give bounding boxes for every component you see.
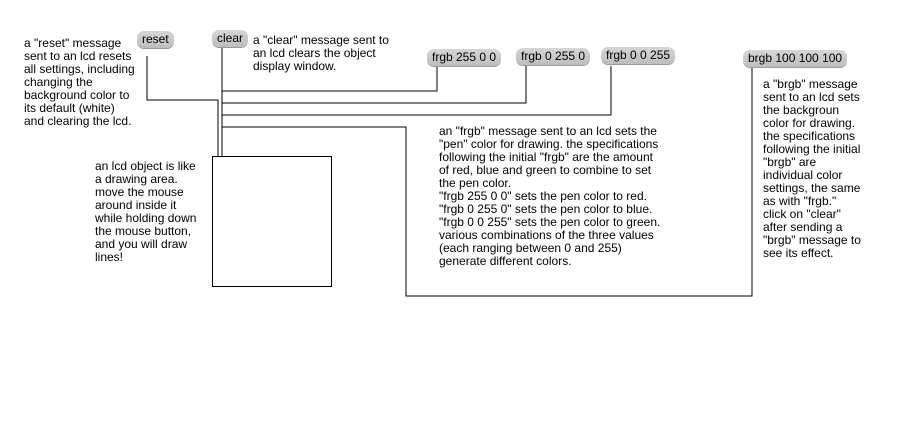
- patch-cord-brgb: [221, 68, 753, 297]
- comment-lcd: an lcd object is like a drawing area. mo…: [95, 159, 197, 264]
- frgb-blue-message[interactable]: frgb 0 255 0: [516, 48, 591, 65]
- frgb-red-message[interactable]: frgb 255 0 0: [427, 49, 502, 66]
- patch-cord-frgb-red: [221, 66, 438, 156]
- lcd-drawing-area[interactable]: [212, 156, 332, 287]
- comment-brgb: a "brgb" message sent to an lcd sets the…: [763, 77, 861, 260]
- brgb-message[interactable]: brgb 100 100 100: [743, 50, 848, 67]
- comment-reset: a "reset" message sent to an lcd resets …: [24, 36, 135, 128]
- patch-cord-reset: [146, 56, 219, 156]
- reset-message[interactable]: reset: [137, 31, 174, 48]
- clear-message[interactable]: clear: [212, 30, 249, 47]
- frgb-green-message[interactable]: frgb 0 0 255: [601, 47, 676, 64]
- comment-frgb: an "frgb" message sent to an lcd sets th…: [439, 124, 661, 268]
- comment-clear: a "clear" message sent to an lcd clears …: [253, 33, 389, 73]
